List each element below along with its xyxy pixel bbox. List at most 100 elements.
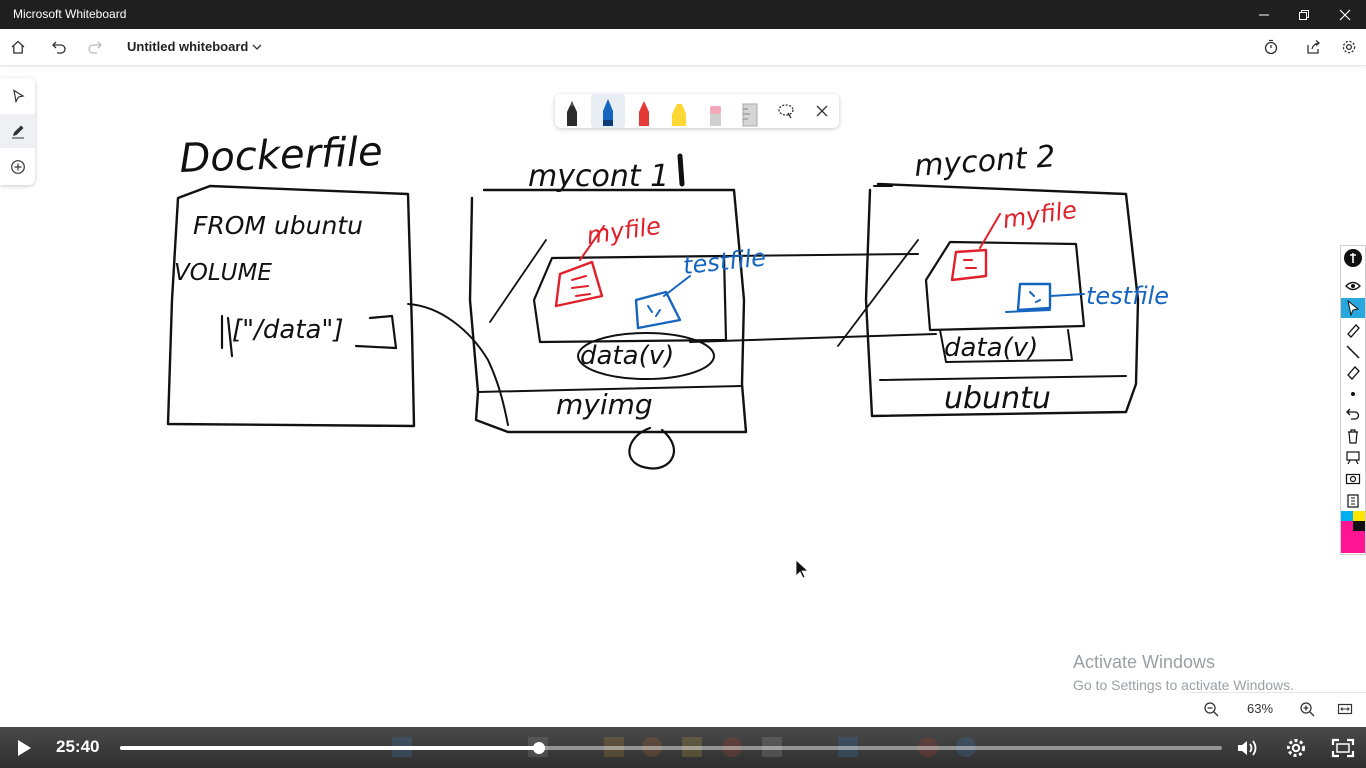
pen-icon xyxy=(11,125,24,139)
seek-bar[interactable] xyxy=(120,742,1222,754)
seek-bar-progress xyxy=(120,746,539,750)
label-myfile-1: myfile xyxy=(585,212,663,250)
close-button[interactable] xyxy=(1324,0,1366,29)
fit-to-screen-button[interactable] xyxy=(1328,693,1362,725)
play-button[interactable] xyxy=(8,727,40,768)
video-player-bar: 25:40 xyxy=(0,727,1366,768)
dot-icon xyxy=(1351,392,1355,396)
pen-tray xyxy=(555,94,839,128)
annotation-delete-button[interactable] xyxy=(1341,426,1365,446)
label-data-v-2: data(v) xyxy=(944,333,1038,363)
home-icon xyxy=(11,40,25,54)
annotation-line-button[interactable] xyxy=(1341,342,1365,362)
cursor-icon xyxy=(1347,300,1360,316)
label-volume: VOLUME xyxy=(174,260,272,286)
play-icon xyxy=(18,739,31,756)
mycont1-box xyxy=(468,188,748,434)
fullscreen-button[interactable] xyxy=(1326,727,1360,768)
black-pen[interactable] xyxy=(555,94,589,128)
annotation-screenshot-button[interactable] xyxy=(1341,468,1365,488)
highlighter-icon xyxy=(672,104,686,126)
ruler[interactable] xyxy=(733,94,767,128)
select-tool[interactable] xyxy=(0,79,35,113)
eye-icon xyxy=(1345,281,1361,291)
watermark-line2: Go to Settings to activate Windows. xyxy=(1073,677,1294,693)
mouse-cursor-icon xyxy=(795,559,810,579)
annotation-clipboard-button[interactable] xyxy=(1341,490,1365,510)
label-testfile-2: testfile xyxy=(1086,282,1169,310)
eraser-icon xyxy=(1347,366,1360,380)
line-icon xyxy=(1346,345,1360,359)
zoom-controls: 63% xyxy=(1190,692,1366,725)
add-tool[interactable] xyxy=(0,150,35,184)
annotation-eye-button[interactable] xyxy=(1341,276,1365,296)
blue-pen[interactable] xyxy=(591,94,625,128)
annotation-undo-button[interactable] xyxy=(1341,404,1365,424)
label-myimg: myimg xyxy=(556,388,653,421)
dockerfile-box xyxy=(166,184,416,428)
annotation-cursor-button[interactable] xyxy=(1341,298,1365,318)
share-button[interactable] xyxy=(1296,29,1330,65)
marker-icon xyxy=(1347,324,1360,338)
whiteboard-canvas[interactable]: Dockerfile FROM ubuntu VOLUME ["/data"] … xyxy=(0,66,1366,726)
trash-icon xyxy=(1348,429,1358,444)
select-arrow-icon xyxy=(12,89,25,103)
gear-icon xyxy=(1287,738,1305,757)
zoom-in-button[interactable] xyxy=(1290,693,1324,725)
close-pen-tray-button[interactable] xyxy=(805,94,839,128)
blue-pen-icon xyxy=(603,99,613,126)
timer-button[interactable] xyxy=(1254,29,1288,65)
seek-bar-handle[interactable] xyxy=(532,742,545,754)
redo-icon xyxy=(88,41,102,54)
minimize-button[interactable] xyxy=(1243,0,1285,29)
volume-button[interactable] xyxy=(1232,727,1264,768)
restore-icon xyxy=(1299,9,1309,20)
annotation-dot-button[interactable] xyxy=(1341,384,1365,404)
fit-screen-icon xyxy=(1337,703,1353,715)
label-mycont2: mycont 2 xyxy=(913,139,1056,184)
red-pen[interactable] xyxy=(627,94,661,128)
board-title-dropdown[interactable] xyxy=(240,29,274,65)
watermark-line1: Activate Windows xyxy=(1073,652,1216,672)
activate-windows-watermark: Activate Windows Go to Settings to activ… xyxy=(1073,652,1294,693)
camera-icon xyxy=(1345,473,1361,485)
home-button[interactable] xyxy=(1,29,35,65)
annotation-eraser-button[interactable] xyxy=(1341,362,1365,382)
myfile-1-sketch xyxy=(554,260,604,308)
red-pen-icon xyxy=(639,101,649,126)
restore-button[interactable] xyxy=(1283,0,1325,29)
playback-time: 25:40 xyxy=(56,737,100,756)
annotation-board-button[interactable] xyxy=(1341,447,1365,467)
annotation-color-palette[interactable] xyxy=(1341,511,1365,553)
chevron-down-icon xyxy=(252,44,262,50)
mycont2-box xyxy=(864,182,1140,418)
eraser[interactable] xyxy=(698,94,732,128)
pen-tool[interactable] xyxy=(0,114,35,148)
black-pen-icon xyxy=(567,101,577,126)
board-title[interactable]: Untitled whiteboard xyxy=(127,39,249,54)
left-toolbar xyxy=(0,78,35,185)
close-icon xyxy=(1339,9,1351,20)
mycont2-volume-box xyxy=(924,240,1086,332)
myfile-2-sketch xyxy=(950,248,988,282)
lasso-select-button[interactable] xyxy=(769,94,803,128)
label-volume-arg: ["/data"] xyxy=(232,315,344,345)
testfile-1-sketch xyxy=(634,290,682,330)
label-testfile-1: testfile xyxy=(682,243,768,280)
annotation-pen-button[interactable] xyxy=(1341,320,1365,340)
zoom-out-button[interactable] xyxy=(1194,693,1228,725)
undo-button[interactable] xyxy=(42,29,76,65)
annotation-logo[interactable] xyxy=(1341,247,1365,269)
label-ubuntu: ubuntu xyxy=(944,381,1051,416)
label-mycont1: mycont 1 xyxy=(528,159,669,194)
logo-icon xyxy=(1344,249,1362,267)
redo-button[interactable] xyxy=(78,29,112,65)
settings-button[interactable] xyxy=(1332,29,1366,65)
label-myfile-2: myfile xyxy=(1001,196,1079,234)
clipboard-icon xyxy=(1347,494,1359,508)
player-settings-button[interactable] xyxy=(1280,727,1312,768)
zoom-out-icon xyxy=(1204,702,1219,717)
board-icon xyxy=(1346,451,1360,465)
yellow-highlighter[interactable] xyxy=(662,94,696,128)
label-dockerfile: Dockerfile xyxy=(179,129,384,182)
